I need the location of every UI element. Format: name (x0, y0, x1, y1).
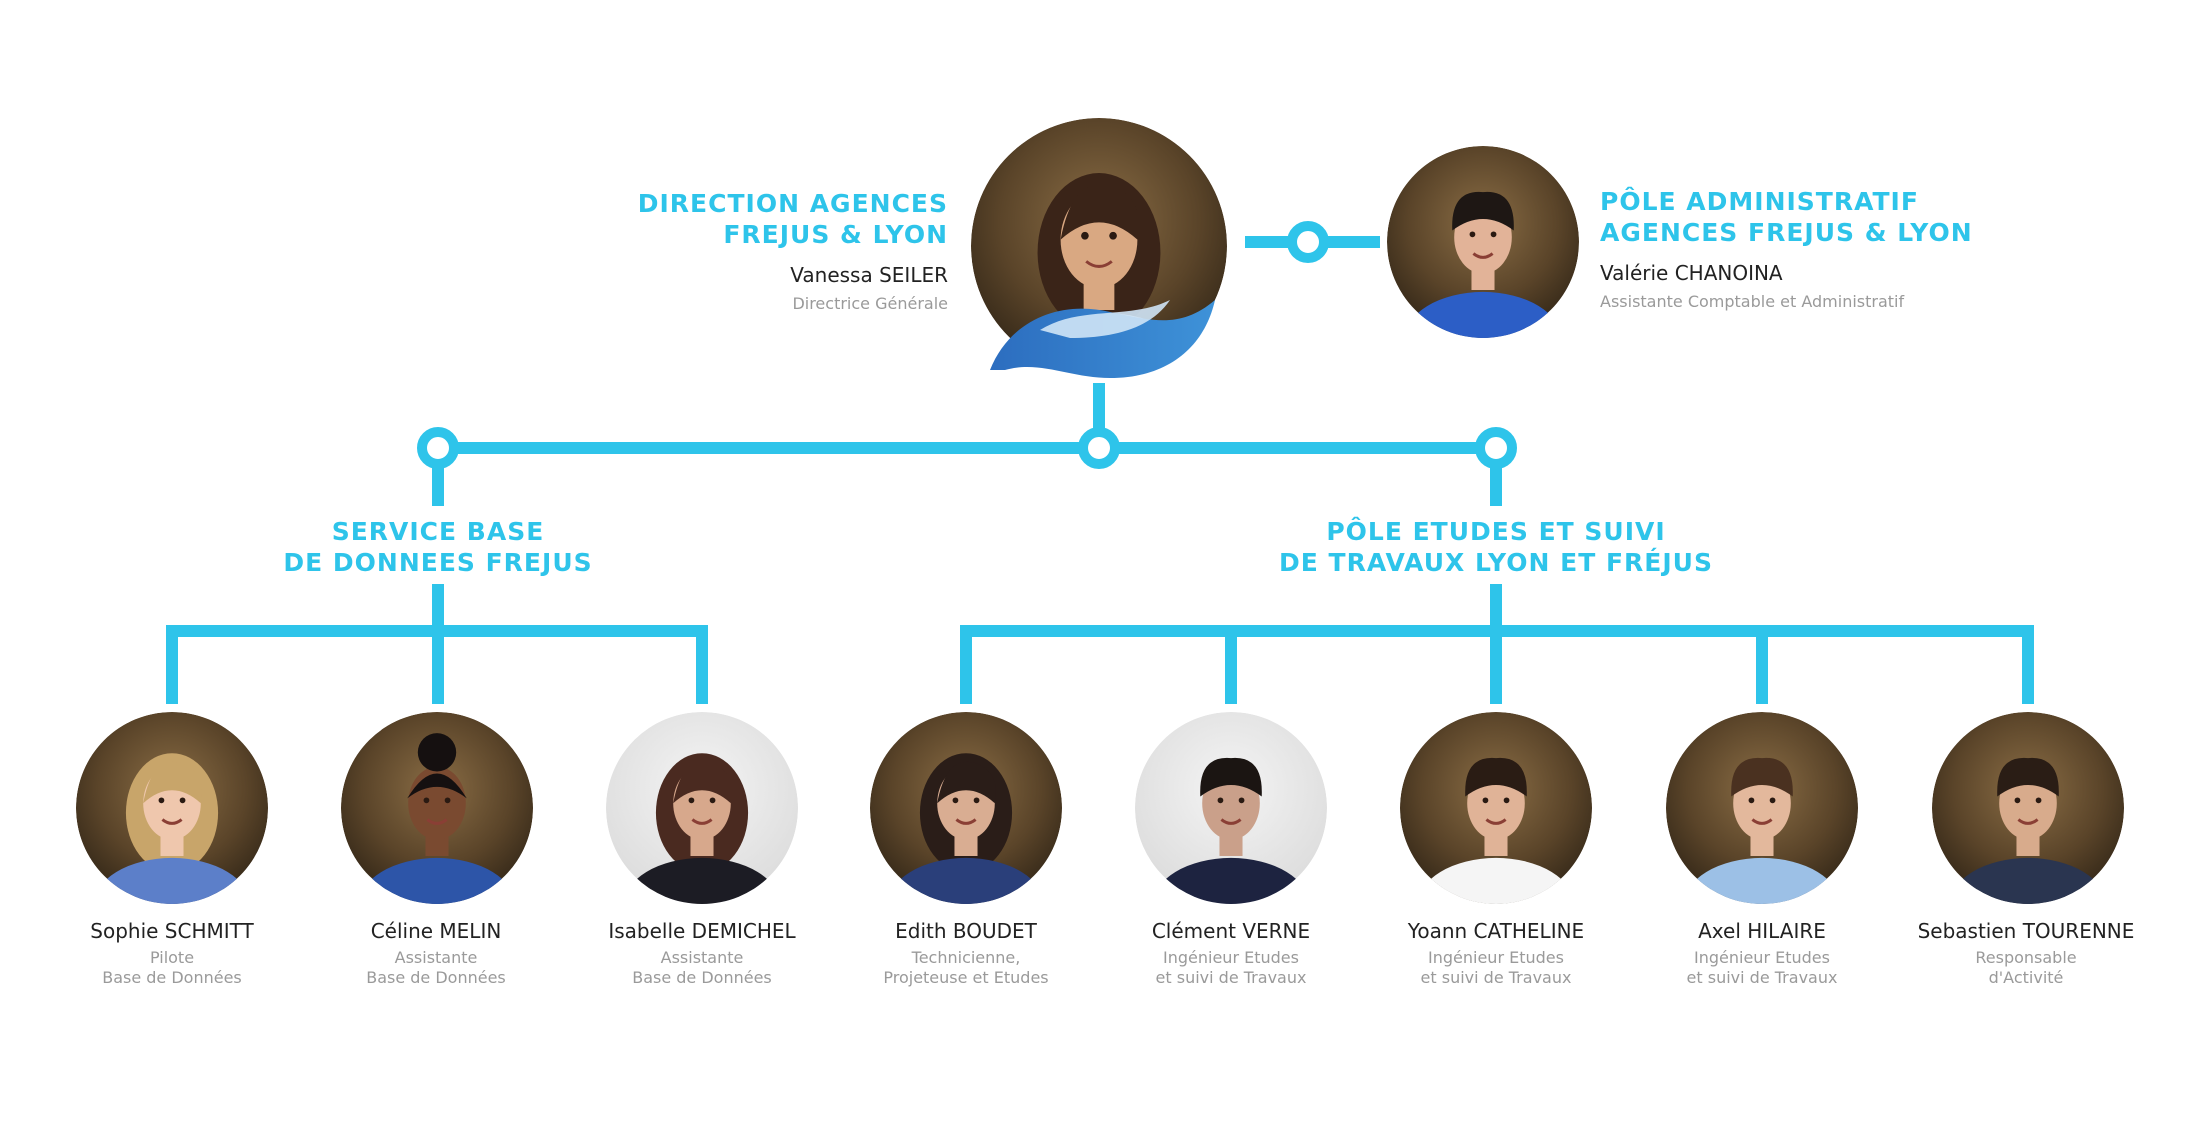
node-left (417, 427, 459, 469)
staff-member: Sebastien TOURENNE Responsable d'Activit… (1886, 918, 2166, 988)
staff-name: Edith BOUDET (895, 919, 1037, 943)
staff-role-line-2: Base de Données (102, 968, 242, 987)
connector-nodes (417, 221, 1517, 469)
photos (76, 118, 2124, 904)
admin-name: Valérie CHANOINA (1600, 261, 1783, 285)
node-admin (1287, 221, 1329, 263)
staff-role-line-1: Ingénieur Etudes (1694, 948, 1830, 967)
staff-name: Yoann CATHELINE (1407, 919, 1585, 943)
admin-block: PÔLE ADMINISTRATIF AGENCES FREJUS & LYON… (1600, 186, 2060, 312)
wave-logo-icon (990, 300, 1215, 378)
staff-role-line-2: et suivi de Travaux (1686, 968, 1838, 987)
staff-role-line-2: Base de Données (632, 968, 772, 987)
staff-role-line-2: d'Activité (1988, 968, 2064, 987)
staff-name: Axel HILAIRE (1698, 919, 1826, 943)
director-title-line-2: FREJUS & LYON (723, 220, 948, 249)
director-name: Vanessa SEILER (790, 263, 948, 287)
admin-title-line-2: AGENCES FREJUS & LYON (1600, 218, 1973, 247)
director-title-line-1: DIRECTION AGENCES (637, 189, 948, 218)
staff-name: Isabelle DEMICHEL (608, 919, 796, 943)
department-title-line-1: PÔLE ETUDES ET SUIVI (1326, 517, 1666, 546)
department-database: SERVICE BASE DE DONNEES FREJUS (238, 516, 638, 578)
staff-member: Isabelle DEMICHEL Assistante Base de Don… (562, 918, 842, 988)
staff-photo (341, 712, 533, 904)
staff-name: Clément VERNE (1151, 919, 1311, 943)
admin-photo (1387, 146, 1579, 338)
department-title-line-1: SERVICE BASE (331, 517, 545, 546)
connector-right-group (960, 625, 2034, 704)
staff-photo (1135, 712, 1327, 904)
staff-role-line-2: et suivi de Travaux (1420, 968, 1572, 987)
staff-role-line-1: Responsable (1975, 948, 2077, 967)
department-title-line-2: DE TRAVAUX LYON ET FRÉJUS (1279, 548, 1713, 577)
staff-name: Sebastien TOURENNE (1917, 919, 2135, 943)
staff-role-line-1: Assistante (394, 948, 478, 967)
connector-lines (166, 236, 2034, 704)
department-title-line-2: DE DONNEES FREJUS (283, 548, 593, 577)
node-center (1078, 427, 1120, 469)
staff-photo (1932, 712, 2124, 904)
connector-left-group (166, 625, 708, 704)
staff-member: Edith BOUDET Technicienne, Projeteuse et… (826, 918, 1106, 988)
staff-member: Yoann CATHELINE Ingénieur Etudes et suiv… (1356, 918, 1636, 988)
director-block: DIRECTION AGENCES FREJUS & LYON Vanessa … (560, 188, 948, 314)
staff-member: Céline MELIN Assistante Base de Données (296, 918, 576, 988)
staff-role-line-1: Assistante (660, 948, 744, 967)
staff-role-line-1: Technicienne, (911, 948, 1021, 967)
staff-role-line-1: Pilote (149, 948, 195, 967)
department-studies: PÔLE ETUDES ET SUIVI DE TRAVAUX LYON ET … (1246, 516, 1746, 578)
staff-member: Sophie SCHMITT Pilote Base de Données (32, 918, 312, 988)
staff-role-line-2: Base de Données (366, 968, 506, 987)
staff-role-line-2: Projeteuse et Etudes (883, 968, 1049, 987)
staff-name: Céline MELIN (370, 919, 502, 943)
staff-role-line-2: et suivi de Travaux (1155, 968, 1307, 987)
staff-member: Axel HILAIRE Ingénieur Etudes et suivi d… (1622, 918, 1902, 988)
staff-photo (1666, 712, 1858, 904)
staff-photo (1400, 712, 1592, 904)
staff-role-line-1: Ingénieur Etudes (1163, 948, 1299, 967)
staff-photo (870, 712, 1062, 904)
node-right (1475, 427, 1517, 469)
admin-title-line-1: PÔLE ADMINISTRATIF (1600, 187, 1919, 216)
staff-member: Clément VERNE Ingénieur Etudes et suivi … (1091, 918, 1371, 988)
staff-photo (76, 712, 268, 904)
director-role: Directrice Générale (792, 294, 948, 313)
staff-role-line-1: Ingénieur Etudes (1428, 948, 1564, 967)
staff-photo (606, 712, 798, 904)
admin-role: Assistante Comptable et Administratif (1600, 292, 1905, 311)
staff-name: Sophie SCHMITT (90, 919, 254, 943)
